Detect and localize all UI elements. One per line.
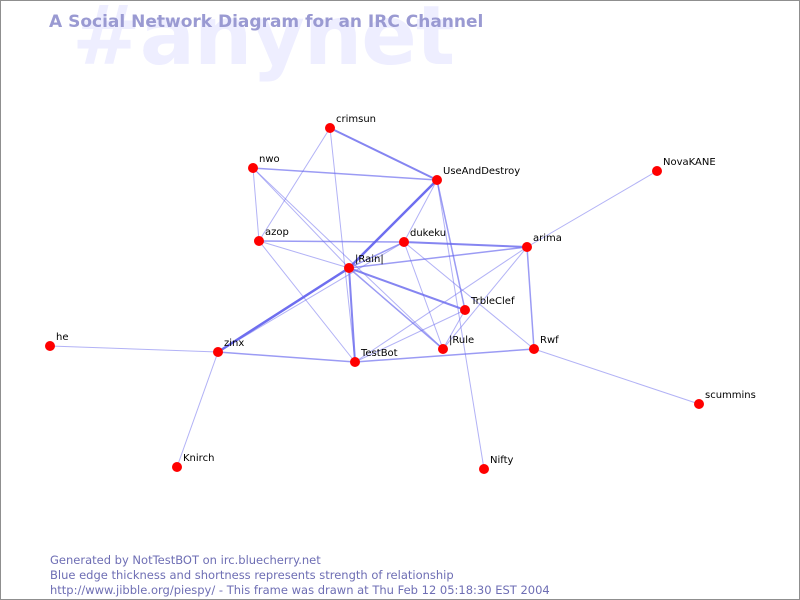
- footer-timestamp: http://www.jibble.org/piespy/ - This fra…: [50, 583, 550, 597]
- node-rwf: Rwf: [529, 335, 559, 354]
- node-dot: [694, 399, 704, 409]
- node-label: UseAndDestroy: [443, 166, 520, 177]
- edge-rwf-scummins: [533, 348, 700, 405]
- node-label: Nifty: [490, 455, 514, 466]
- edge-dukeku-rwf: [403, 241, 535, 350]
- node-dot: [45, 341, 55, 351]
- node-label: Knirch: [183, 453, 214, 464]
- edge-rain-trbleclef: [348, 267, 466, 311]
- edge-arima-rain: [348, 246, 528, 269]
- node-label: dukeku: [410, 228, 446, 239]
- channel-watermark: #anynet: [72, 0, 455, 84]
- edge-nwo-useanddestroy: [252, 167, 438, 181]
- edge-useanddestroy-nifty: [436, 179, 485, 470]
- edge-azop-rain: [258, 240, 350, 269]
- edge-nwo-azop: [252, 167, 260, 242]
- node-zinx: zinx: [213, 338, 244, 357]
- node-label: he: [56, 332, 69, 343]
- edge-crimsun-testbot: [329, 127, 356, 363]
- edge-layer: [49, 127, 700, 470]
- node-dot: [460, 305, 470, 315]
- edge-useanddestroy-dukeku: [403, 179, 438, 243]
- node-dot: [350, 357, 360, 367]
- footer: Generated by NotTestBOT on irc.bluecherr…: [50, 553, 550, 598]
- edge-crimsun-azop: [258, 127, 331, 242]
- node-label: crimsun: [336, 114, 376, 125]
- edge-arima-rwf: [526, 246, 535, 350]
- node-label: Rwf: [540, 335, 559, 346]
- node-label: nwo: [259, 154, 280, 165]
- node-dot: [213, 347, 223, 357]
- edge-rain-zinx: [216, 266, 351, 354]
- page-title: A Social Network Diagram for an IRC Chan…: [49, 12, 484, 32]
- edge-azop-testbot: [258, 240, 356, 363]
- node-rule: |Rule: [438, 335, 474, 354]
- footer-legend-note: Blue edge thickness and shortness repres…: [50, 568, 454, 582]
- node-dukeku: dukeku: [399, 228, 446, 247]
- edge-arima-testbot: [354, 246, 528, 363]
- node-useanddestroy: UseAndDestroy: [432, 166, 520, 185]
- node-nifty: Nifty: [479, 455, 514, 474]
- edge-arima-rule: [442, 246, 528, 350]
- node-dot: [399, 237, 409, 247]
- edge-testbot-rwf: [354, 348, 535, 363]
- node-dot: [432, 175, 442, 185]
- node-trbleclef: TrbleClef: [460, 296, 515, 315]
- edge-trbleclef-rule: [442, 309, 466, 350]
- edge-dukeku-zinx: [217, 241, 405, 353]
- edge-zinx-testbot: [217, 351, 356, 363]
- node-knirch: Knirch: [172, 453, 214, 472]
- node-arima: arima: [522, 233, 562, 252]
- footer-generated-by: Generated by NotTestBOT on irc.bluecherr…: [50, 553, 321, 567]
- node-label: NovaKANE: [663, 157, 716, 168]
- node-dot: [529, 344, 539, 354]
- edge-azop-dukeku: [258, 240, 405, 243]
- node-label: |Rain|: [355, 254, 384, 265]
- edge-rain-testbot: [348, 267, 356, 363]
- edge-dukeku-arima: [403, 241, 528, 248]
- edge-crimsun-useanddestroy: [329, 127, 438, 181]
- edge-dukeku-rain: [348, 241, 405, 269]
- node-rain: |Rain|: [344, 254, 384, 273]
- node-dot: [254, 236, 264, 246]
- edge-he-zinx: [49, 345, 219, 353]
- node-he: he: [45, 332, 69, 351]
- node-dot: [652, 166, 662, 176]
- node-dot: [325, 123, 335, 133]
- edge-novakane-arima: [526, 170, 658, 248]
- node-nwo: nwo: [248, 154, 280, 173]
- node-azop: azop: [254, 227, 289, 246]
- node-dot: [248, 163, 258, 173]
- node-testbot: TestBot: [350, 348, 398, 367]
- node-label: TestBot: [360, 348, 398, 359]
- edge-rain-rule: [348, 267, 444, 350]
- edge-trbleclef-testbot: [354, 309, 466, 363]
- node-label: zinx: [224, 338, 244, 349]
- node-dot: [522, 242, 532, 252]
- node-label: scummins: [705, 390, 756, 401]
- node-dot: [344, 263, 354, 273]
- node-scummins: scummins: [694, 390, 756, 409]
- node-label: arima: [533, 233, 562, 244]
- edge-useanddestroy-rain: [347, 178, 439, 270]
- node-dot: [479, 464, 489, 474]
- edge-zinx-knirch: [176, 351, 219, 468]
- edge-nwo-rain: [252, 167, 350, 269]
- node-label: |Rule: [449, 335, 474, 346]
- node-dot: [438, 344, 448, 354]
- node-novakane: NovaKANE: [652, 157, 716, 176]
- node-label: TrbleClef: [470, 296, 515, 307]
- node-crimsun: crimsun: [325, 114, 376, 133]
- edge-nwo-rule: [252, 167, 444, 350]
- node-label: azop: [265, 227, 289, 238]
- node-dot: [172, 462, 182, 472]
